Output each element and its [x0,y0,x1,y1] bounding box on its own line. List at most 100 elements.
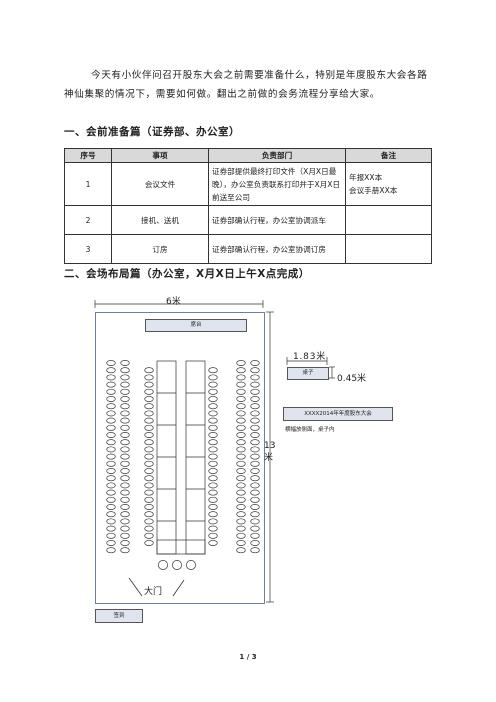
seat [250,360,260,366]
seat [106,453,116,460]
seat [250,482,260,489]
seat [236,460,246,467]
seat [250,504,260,510]
seat [120,482,130,489]
seat [106,518,116,525]
seat [106,532,116,539]
seat [120,489,130,496]
seat [250,432,260,438]
seat [144,410,154,417]
seat [250,525,260,532]
seat [106,446,116,453]
seat [208,540,218,546]
seat [236,511,246,518]
seat [250,439,260,446]
seat [120,388,130,395]
seat [106,540,116,546]
seat [236,424,246,431]
table-header-row: 序号 事项 负责部门 备注 [64,148,432,163]
seat [144,374,154,381]
page-number: 1 / 3 [239,653,257,661]
cell-item: 会议文件 [111,162,209,206]
seat [236,388,246,395]
cell-note [345,234,432,264]
section-2-title: 二、会场布局篇（办公室，X月X日上午X点完成） [64,268,310,280]
round-seat [172,560,182,570]
seat [106,460,116,467]
seat [250,446,260,453]
table-column [185,360,206,555]
seat [106,547,116,554]
seat [250,396,260,402]
preparation-table: 序号 事项 负责部门 备注 1 会议文件 证券部提供最终打印文件（X月X日最晚）… [64,148,432,264]
seat [208,489,218,496]
seat [144,518,154,525]
seat [120,547,130,554]
seat [106,360,116,366]
seat [106,468,116,474]
seat [144,475,154,482]
seat [144,403,154,410]
seat [144,439,154,446]
seat [144,460,154,467]
seat [236,547,246,554]
seat [120,504,130,510]
cell-no: 3 [64,234,112,264]
seat [236,396,246,402]
seat [236,439,246,446]
seat [236,367,246,374]
seat [106,475,116,482]
seat [250,388,260,395]
seat [106,489,116,496]
seat [236,381,246,388]
seat [144,489,154,496]
table-row: 2 接机、送机 证券部确认行程，办公室协调派车 [64,205,432,235]
banner-box: XXXX2014年年度股东大会 [283,407,393,421]
seat [106,367,116,374]
seat [208,403,218,410]
seat [236,496,246,503]
seat [106,396,116,402]
signin-box: 签到 [95,609,143,623]
seat [144,381,154,388]
head-table [156,539,206,555]
seat [208,504,218,510]
seat [250,374,260,381]
seat [106,417,116,424]
seat [208,374,218,381]
seat [208,396,218,402]
seat [236,540,246,546]
seat [120,424,130,431]
seat [236,453,246,460]
seat [120,403,130,410]
seat [236,468,246,474]
seat [250,540,260,546]
seat [208,446,218,453]
seat [144,388,154,395]
seat [144,525,154,532]
seat [250,453,260,460]
seat [208,518,218,525]
seat [106,424,116,431]
room-height-label: 13米 [264,441,276,463]
seat [120,439,130,446]
seat [106,374,116,381]
seat [120,410,130,417]
seat [144,367,154,374]
seat [106,496,116,503]
seat [208,439,218,446]
seat [208,468,218,474]
seat [120,381,130,388]
seat [106,482,116,489]
stage-box: 席台 [145,319,247,332]
seat [106,511,116,518]
seat [236,403,246,410]
seat [106,410,116,417]
seat [236,446,246,453]
seat [144,540,154,546]
seat [106,403,116,410]
seat [208,417,218,424]
seat [144,453,154,460]
